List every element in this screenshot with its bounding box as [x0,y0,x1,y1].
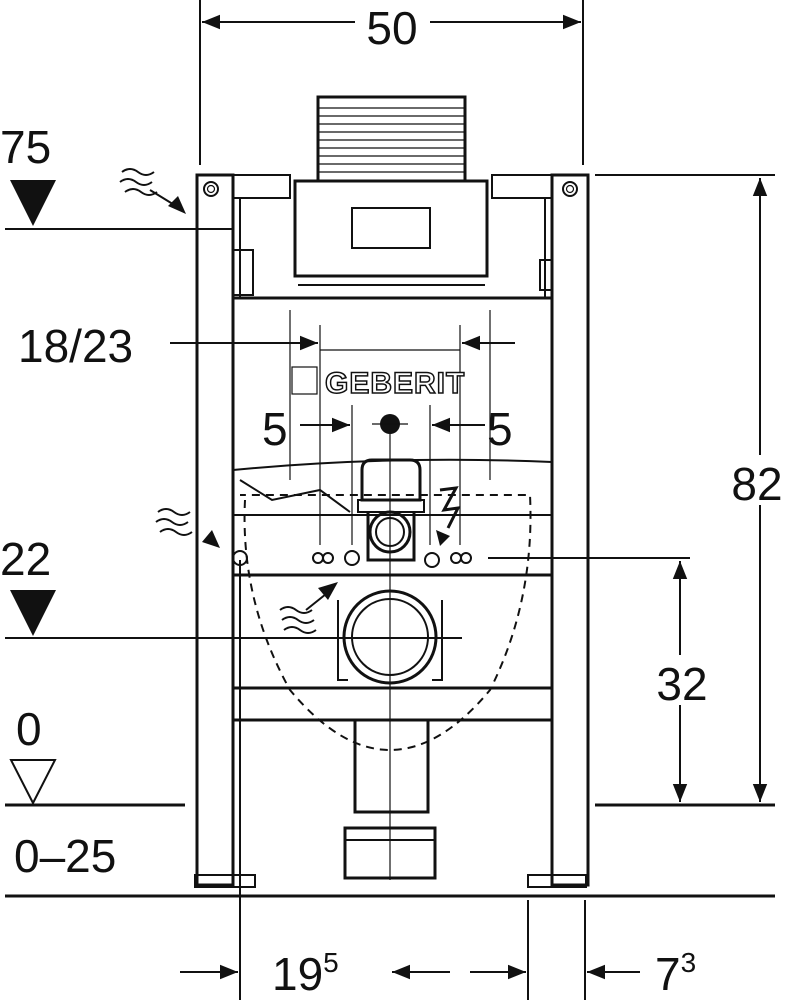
actuator-offset-dimension: 18/23 [18,310,515,545]
left-depth-label: 195 [272,947,339,1000]
water-wave-icon [279,606,317,634]
total-height-label: 82 [731,458,782,510]
cistern [293,95,489,286]
width-label: 50 [366,2,417,54]
pipe-height-label: 22 [0,533,51,585]
actuator-height-dimension: 75 [0,121,232,230]
depth-dimensions: 195 73 [180,560,696,1000]
flush-valve-assembly [232,458,690,752]
right-offset-label: 5 [487,403,513,455]
level-marker-icon [10,180,56,226]
actuator-height-label: 75 [0,121,51,173]
right-depth-label: 73 [655,947,696,1000]
total-height-dimension: 82 [595,174,789,802]
svg-text:GEBERIT: GEBERIT [325,367,465,400]
geberit-logo: GEBERIT [291,366,465,401]
left-offset-label: 5 [262,403,288,455]
level-marker-icon [10,590,56,636]
width-dimension: 50 [199,0,584,165]
water-wave-icon [119,168,158,196]
floor-level-label: 0 [16,703,42,755]
adjustment-range-label: 0–25 [14,830,116,882]
pipe-height-dimension: 22 [0,533,462,639]
actuator-offset-label: 18/23 [18,320,133,372]
floor-levels: 0 0–25 [5,703,775,898]
electric-bolt-icon [439,486,461,529]
installation-frame [194,173,590,888]
connection-height-dimension: 32 [645,561,720,802]
side-offset-dimensions: 5 5 [262,403,513,880]
water-wave-icon [155,508,193,536]
floor-level-marker-icon [9,759,57,806]
connection-height-label: 32 [656,658,707,710]
